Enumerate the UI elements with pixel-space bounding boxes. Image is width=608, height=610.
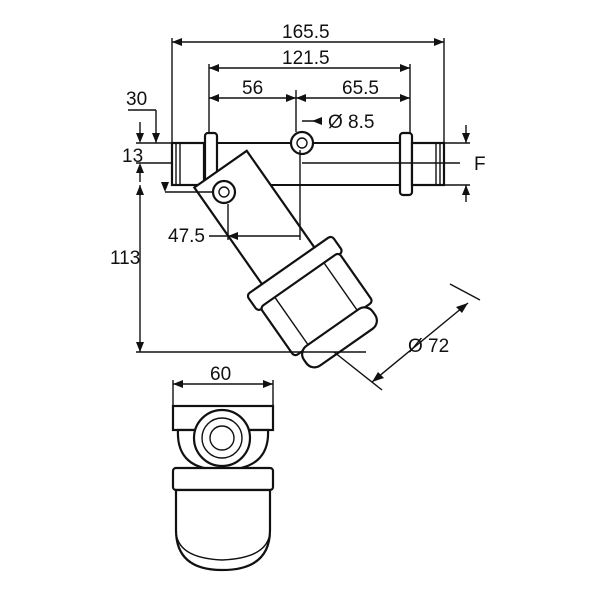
mounting-hole-right [289,130,315,156]
dimension-labels: 165.5 121.5 56 65.5 Ø 8.5 30 13 F 47.5 1… [110,22,486,385]
label-end-view-width: 60 [210,364,231,385]
label-hole-diameter: Ø 8.5 [328,112,374,133]
left-thread-end [170,141,206,187]
label-flange-span: 121.5 [282,48,330,69]
end-view [171,380,275,572]
label-pipe-height: 13 [122,146,143,167]
label-total-height: 113 [110,248,140,269]
right-flange [398,131,414,197]
label-port: F [474,154,486,175]
right-thread-end [410,141,446,187]
mounting-hole-left [211,179,237,205]
label-bowl-diameter: Ø 72 [408,336,449,357]
label-overall-length: 165.5 [282,22,330,43]
label-left-offset: 56 [242,78,263,99]
label-thread-offset: 30 [126,89,147,110]
label-hole-offset: 47.5 [168,226,205,247]
label-right-offset: 65.5 [342,78,379,99]
dimension-lines [128,38,481,391]
